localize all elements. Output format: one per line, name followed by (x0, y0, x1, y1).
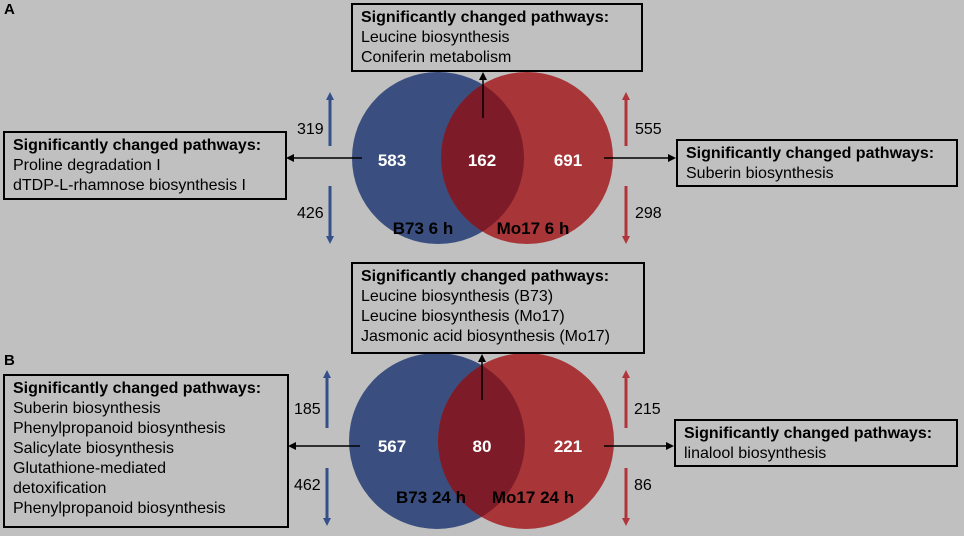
venn-a (352, 72, 613, 244)
a-overlap-pathways-box: Significantly changed pathways: Leucine … (351, 3, 643, 72)
pathway-item: Suberin biosynthesis (686, 165, 834, 182)
pathway-item: Leucine biosynthesis (361, 29, 510, 46)
venn-a-right-label: Mo17 6 h (497, 219, 570, 238)
a-right-pathways-box: Significantly changed pathways: Suberin … (676, 139, 958, 187)
pathway-item: detoxification (13, 480, 107, 497)
b-left-down-count: 462 (294, 477, 321, 494)
venn-a-overlap-count: 162 (468, 151, 496, 170)
arrowheads-b (288, 354, 674, 450)
pathway-item: Salicylate biosynthesis (13, 440, 174, 457)
venn-b-right-label: Mo17 24 h (492, 488, 574, 507)
a-right-up-count: 555 (635, 121, 662, 138)
a-left-up-count: 319 (297, 121, 324, 138)
pathway-item: Leucine biosynthesis (Mo17) (361, 308, 565, 325)
pathway-item: Leucine biosynthesis (B73) (361, 288, 554, 305)
connectors-b (294, 360, 668, 447)
b-right-up-count: 215 (634, 401, 661, 418)
b-right-down-count: 86 (634, 477, 652, 494)
connectors-a (292, 78, 670, 159)
venn-a-left-count: 583 (378, 151, 406, 170)
b-left-up-count: 185 (294, 401, 321, 418)
pathway-item: Suberin biosynthesis (13, 400, 161, 417)
a-left-down-count: 426 (297, 205, 324, 222)
updown-b (323, 370, 630, 526)
pathway-item: Phenylpropanoid biosynthesis (13, 500, 226, 517)
arrowheads-a (286, 72, 676, 162)
a-overlap-pathways-header: Significantly changed pathways: (361, 9, 610, 26)
pathway-item: dTDP-L-rhamnose biosynthesis I (13, 177, 246, 194)
b-overlap-pathways-header: Significantly changed pathways: (361, 268, 610, 285)
a-left-pathways-header: Significantly changed pathways: (13, 137, 262, 154)
pathway-item: Coniferin metabolism (361, 49, 512, 66)
b-right-pathways-box: Significantly changed pathways: linalool… (674, 419, 958, 467)
venn-a-right-count: 691 (554, 151, 582, 170)
pathway-item: Jasmonic acid biosynthesis (Mo17) (361, 328, 610, 345)
pathway-item: linalool biosynthesis (684, 445, 827, 462)
venn-b-left-count: 567 (378, 437, 406, 456)
panel-label-a: A (4, 1, 15, 18)
venn-a-overlap (441, 72, 524, 244)
panel-label-b: B (4, 352, 15, 369)
a-right-down-count: 298 (635, 205, 662, 222)
pathway-item: Glutathione-mediated (13, 460, 166, 477)
b-right-pathways-header: Significantly changed pathways: (684, 425, 933, 442)
pathway-item: Phenylpropanoid biosynthesis (13, 420, 226, 437)
b-left-pathways-box: Significantly changed pathways: Suberin … (3, 374, 289, 528)
venn-b-left-label: B73 24 h (396, 488, 466, 507)
b-left-pathways-header: Significantly changed pathways: (13, 380, 262, 397)
a-left-pathways-box: Significantly changed pathways: Proline … (3, 131, 287, 200)
a-right-pathways-header: Significantly changed pathways: (686, 145, 935, 162)
updown-a (326, 92, 630, 244)
pathway-item: Proline degradation I (13, 157, 161, 174)
venn-a-left-label: B73 6 h (393, 219, 453, 238)
venn-b-overlap-count: 80 (473, 437, 492, 456)
venn-b-right-count: 221 (554, 437, 582, 456)
b-overlap-pathways-box: Significantly changed pathways: Leucine … (351, 262, 645, 354)
